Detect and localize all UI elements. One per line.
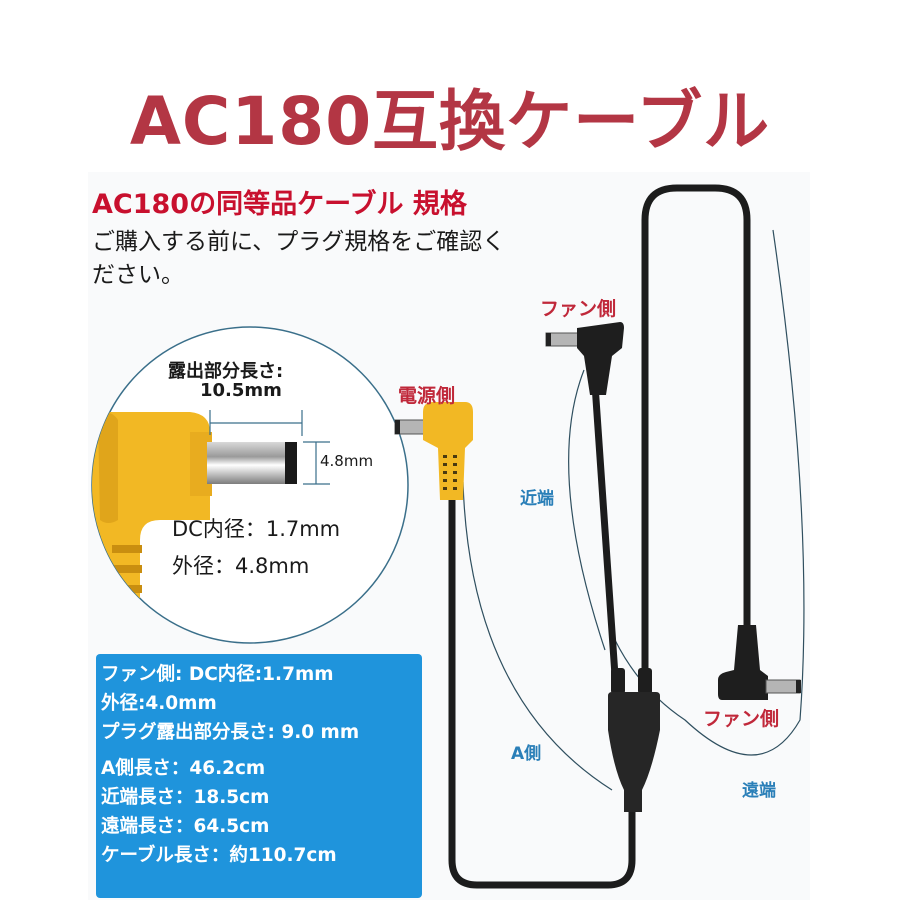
fan-plug-top-icon bbox=[545, 322, 624, 395]
label-far-end: 遠端 bbox=[742, 781, 776, 801]
label-a-side: A側 bbox=[511, 744, 542, 764]
inner-diameter-text: DC内径：1.7mm bbox=[172, 517, 341, 541]
exposed-length-value: 10.5mm bbox=[200, 380, 282, 401]
purchase-notice: ご購入する前に、プラグ規格をご確認ください。 bbox=[92, 229, 506, 288]
spec-row: 近端長さ：18.5cm bbox=[101, 787, 270, 808]
spec-row: 遠端長さ：64.5cm bbox=[101, 816, 270, 837]
power-cable bbox=[448, 486, 636, 889]
spec-divider bbox=[101, 747, 422, 754]
fan-plug-bottom-icon bbox=[718, 625, 801, 700]
label-fan-side-bottom: ファン側 bbox=[703, 708, 780, 730]
power-plug-icon bbox=[394, 402, 473, 500]
length-annotation-arcs bbox=[462, 229, 805, 791]
near-end-arc bbox=[568, 369, 606, 651]
label-near-end: 近端 bbox=[520, 489, 554, 509]
label-fan-side-top: ファン側 bbox=[540, 298, 617, 320]
a-side-arc bbox=[462, 481, 613, 791]
exposed-length-label: 露出部分長さ: bbox=[168, 361, 284, 382]
y-splitter-icon bbox=[608, 668, 660, 812]
cable-wires bbox=[448, 184, 751, 889]
near-end-cable bbox=[590, 366, 620, 694]
spec-row: ファン側: DC内径:1.7mm bbox=[101, 664, 334, 685]
spec-box: ファン側: DC内径:1.7mm 外径:4.0mm プラグ露出部分長さ: 9.0… bbox=[96, 654, 422, 898]
page-title: AC180互換ケーブル bbox=[129, 83, 771, 160]
outer-diameter-text: 外径：4.8mm bbox=[172, 554, 310, 578]
spec-heading: AC180の同等品ケーブル 規格 bbox=[92, 189, 467, 220]
far-end-cable bbox=[641, 184, 751, 694]
spec-row: ケーブル長さ：約110.7cm bbox=[101, 845, 337, 866]
label-power-side: 電源側 bbox=[398, 385, 456, 407]
spec-row: プラグ露出部分長さ: 9.0 mm bbox=[101, 722, 360, 743]
plug-diameter-value: 4.8mm bbox=[320, 452, 374, 470]
far-end-arc bbox=[614, 229, 805, 756]
spec-row: 外径:4.0mm bbox=[101, 693, 217, 714]
spec-row: A側長さ：46.2cm bbox=[101, 758, 266, 779]
